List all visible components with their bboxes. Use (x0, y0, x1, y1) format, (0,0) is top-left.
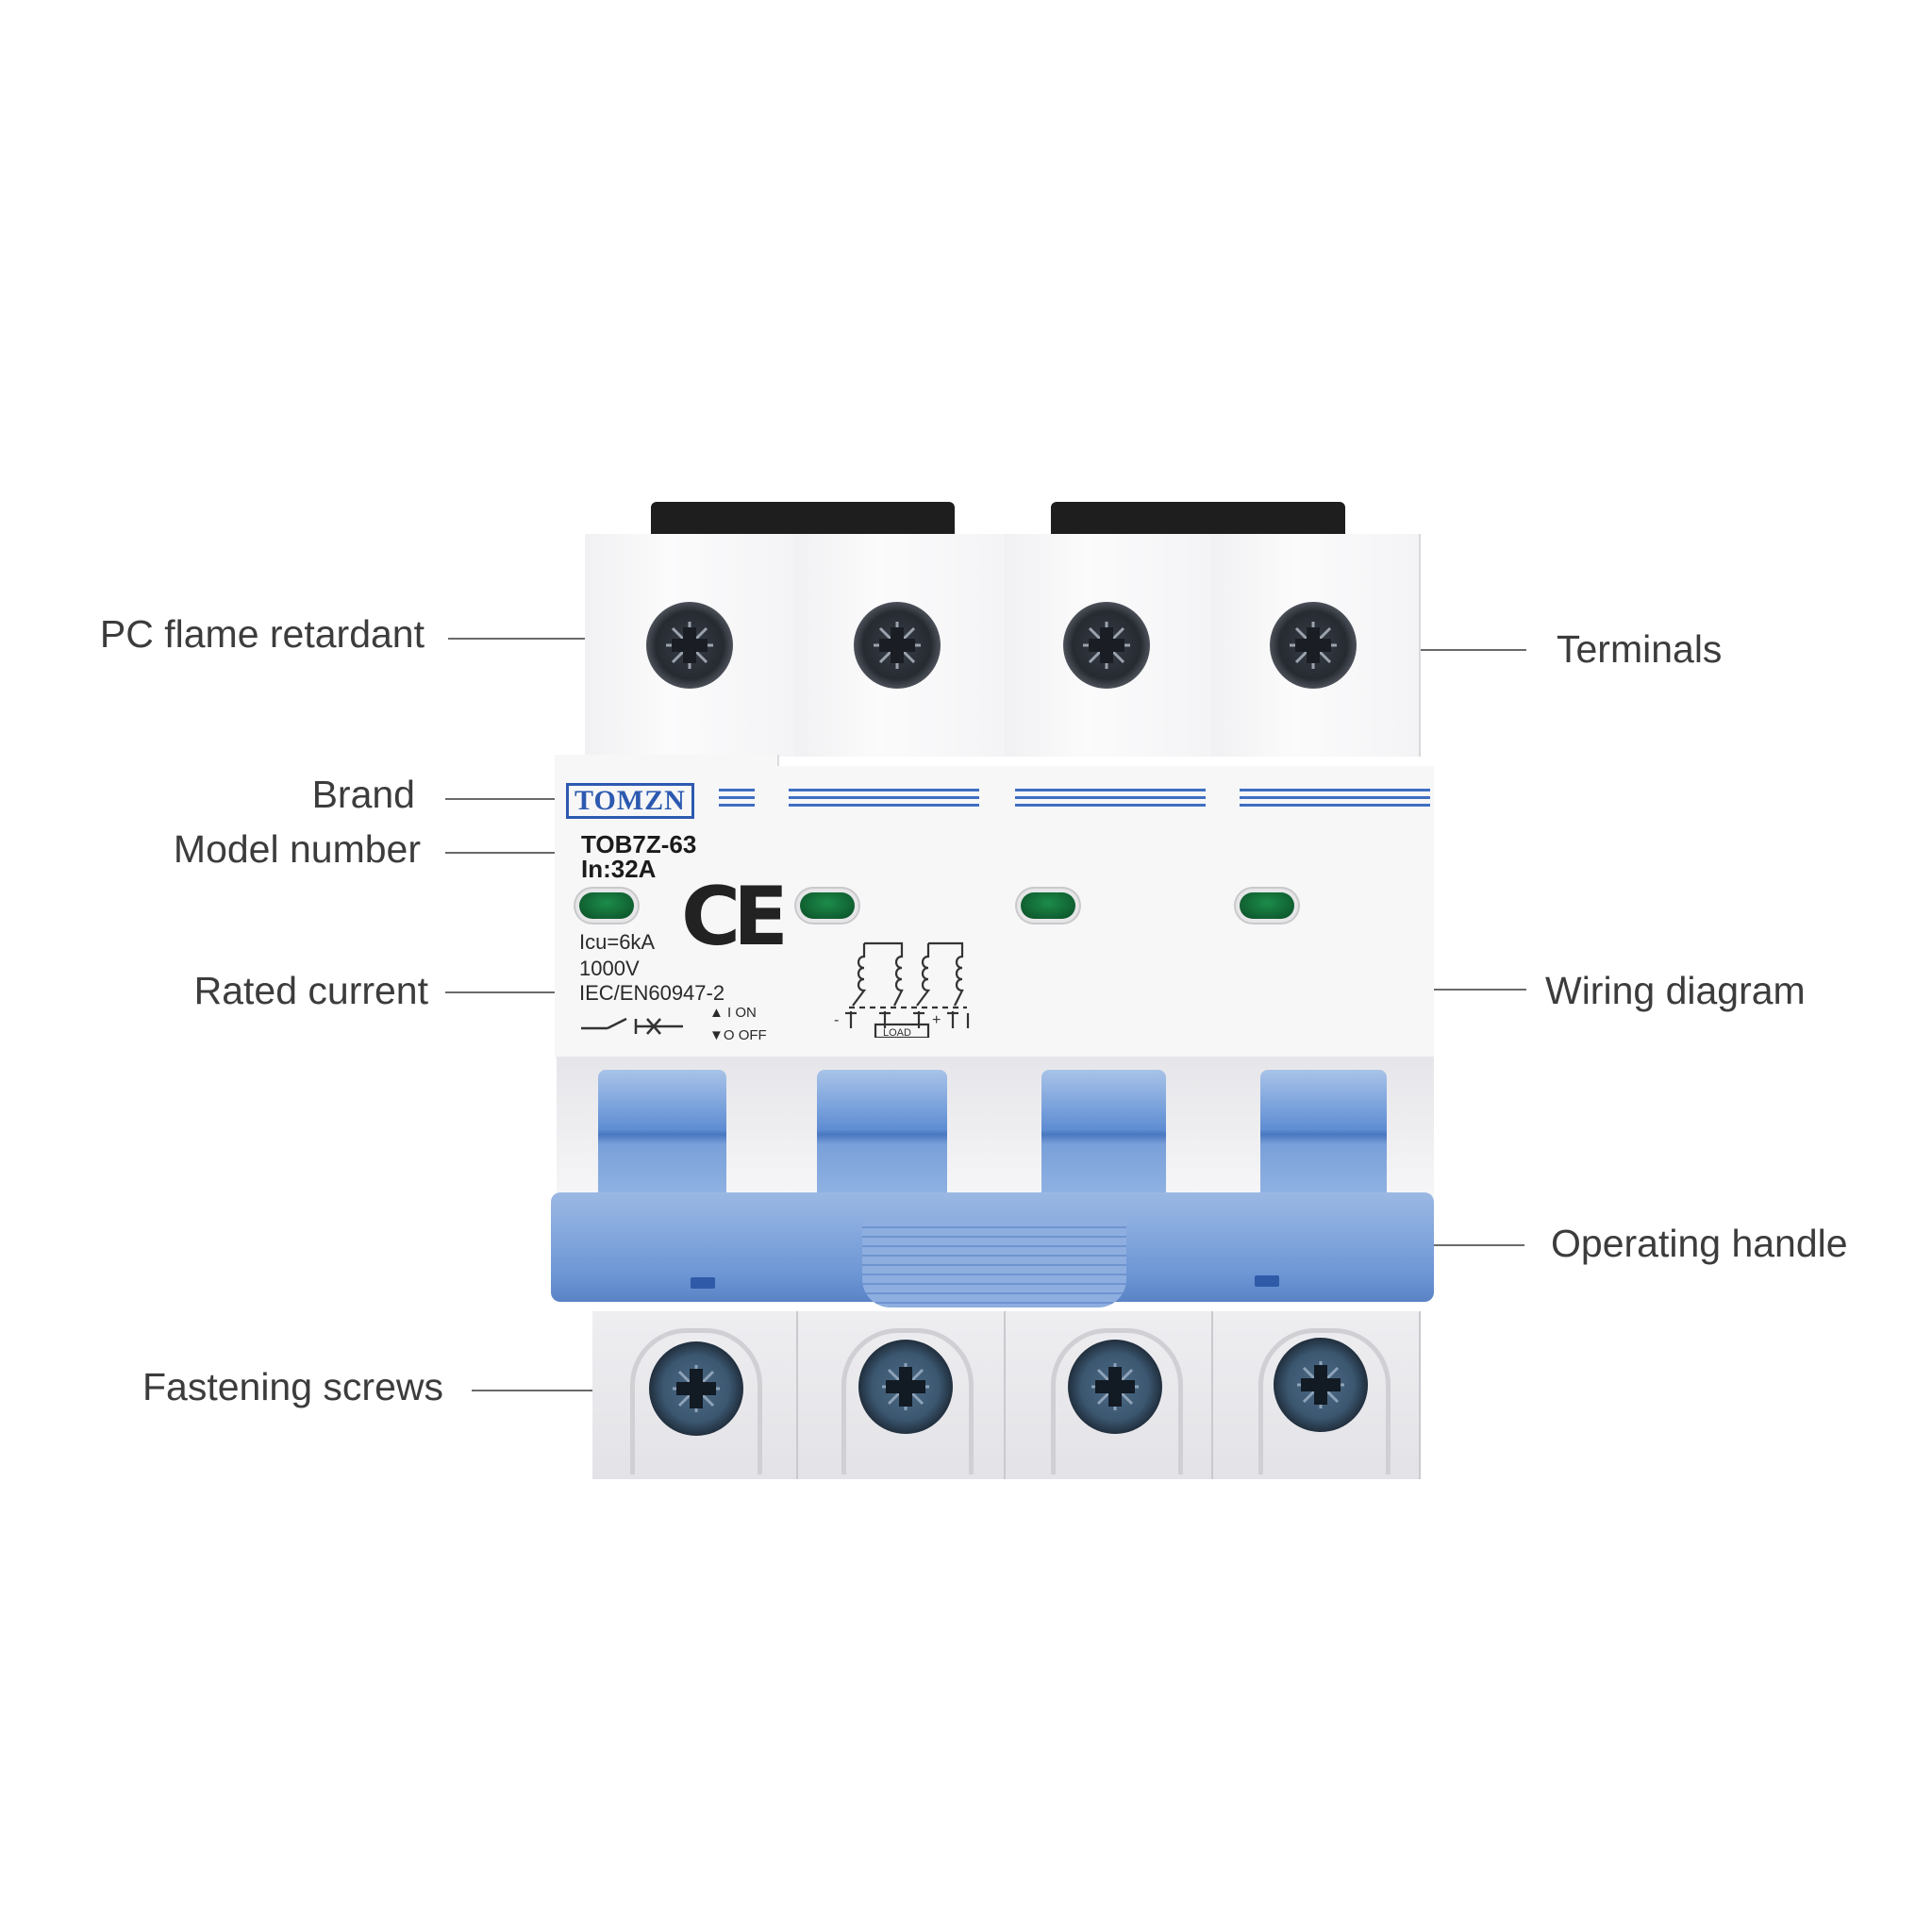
breaking-capacity-text: Icu=6kA (579, 930, 656, 954)
wiring-plus-label: + (932, 1012, 941, 1028)
top-cap-left (651, 502, 955, 536)
model-number-text: TOB7Z-63 (581, 830, 697, 858)
leader-line-model-number (445, 852, 583, 854)
stripe-decoration (1240, 789, 1430, 809)
fastening-screw-icon (1068, 1340, 1162, 1434)
callout-terminals: Terminals (1557, 627, 1723, 671)
brand-logo: TOMZN (566, 783, 694, 819)
terminal-screw-icon (646, 602, 733, 689)
fastening-screw-icon (1274, 1338, 1368, 1432)
leader-line-fastening-screws (472, 1390, 660, 1391)
terminal-screw-icon (1270, 602, 1357, 689)
leader-line-rated-current (445, 991, 583, 993)
status-indicator-led (1021, 892, 1075, 919)
voltage-text: 1000V (579, 957, 640, 980)
pole-toggle-4[interactable] (1260, 1070, 1387, 1194)
callout-pc-flame-retardant: PC flame retardant (99, 612, 425, 656)
pole-toggle-3[interactable] (1041, 1070, 1166, 1194)
fastening-screw-icon (858, 1340, 953, 1434)
stripe-decoration (789, 789, 979, 809)
on-label: I ON (727, 1005, 757, 1021)
operating-handle-grip[interactable] (862, 1219, 1126, 1307)
callout-rated-current: Rated current (193, 969, 428, 1012)
fastening-screw-icon (649, 1341, 743, 1436)
status-indicator-led (579, 892, 634, 919)
terminal-screw-icon (854, 602, 941, 689)
terminal-screw-icon (1063, 602, 1150, 689)
ce-mark: CE (681, 870, 789, 964)
wiring-diagram-icon: - + LOAD (834, 941, 970, 1038)
switch-symbol-icon (581, 1017, 683, 1035)
handle-slot (691, 1277, 715, 1289)
leader-line-pc-flame-retardant (448, 638, 665, 640)
callout-wiring-diagram: Wiring diagram (1545, 969, 1806, 1012)
on-indicator: ▲ I ON (709, 1005, 757, 1021)
callout-brand: Brand (311, 773, 415, 816)
wiring-minus-label: - (834, 1012, 839, 1028)
leader-line-brand (445, 798, 577, 800)
screw-recess (1051, 1328, 1183, 1474)
stripe-decoration (1015, 789, 1206, 809)
wiring-load-label: LOAD (883, 1027, 911, 1038)
off-indicator: ▼O OFF (709, 1027, 767, 1043)
pole-toggle-2[interactable] (817, 1070, 947, 1194)
screw-recess (841, 1328, 974, 1474)
callout-fastening-screws: Fastening screws (142, 1365, 443, 1408)
status-indicator-led (800, 892, 855, 919)
leader-line-terminals (1349, 649, 1526, 651)
callout-model-number: Model number (173, 827, 421, 871)
screw-recess (1258, 1328, 1391, 1474)
status-indicator-led (1240, 892, 1294, 919)
standard-text: IEC/EN60947-2 (579, 981, 725, 1005)
screw-recess (630, 1328, 762, 1474)
handle-slot (1255, 1275, 1279, 1287)
callout-operating-handle: Operating handle (1551, 1222, 1848, 1265)
top-cap-right (1051, 502, 1345, 536)
off-label: O OFF (723, 1027, 767, 1043)
pole-toggle-1[interactable] (598, 1070, 726, 1194)
rated-current-text: In:32A (581, 855, 657, 883)
stripe-decoration (719, 789, 755, 809)
